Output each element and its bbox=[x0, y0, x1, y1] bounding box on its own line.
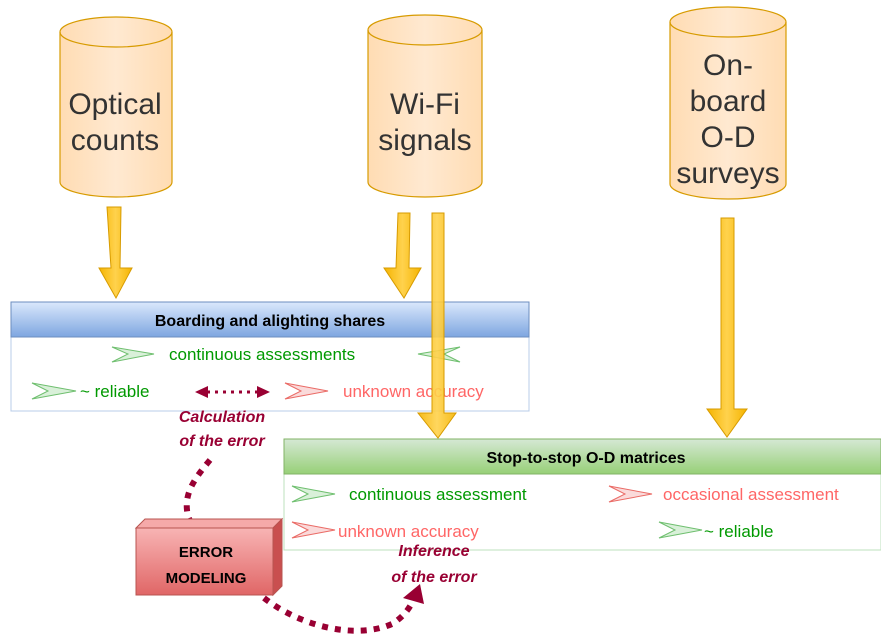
inference-label-line-1: Inference bbox=[398, 543, 469, 560]
arrow-optical-to-boarding bbox=[98, 206, 133, 300]
continuous-assessment-label: continuous assessment bbox=[349, 485, 527, 504]
cylinder-shape bbox=[367, 14, 483, 198]
error-box-line-2: MODELING bbox=[166, 570, 247, 587]
continuous-assessments-label: continuous assessments bbox=[169, 345, 355, 364]
chevron-right-red-icon bbox=[608, 485, 653, 503]
chevron-right-icon bbox=[291, 485, 336, 503]
arrow-onboard-to-od bbox=[706, 217, 748, 438]
source-label-line-1: Wi-Fi bbox=[390, 88, 460, 121]
reliable-label: ~ reliable bbox=[80, 382, 149, 401]
unknown-accuracy-label: unknown accuracy bbox=[338, 522, 479, 541]
source-label-line-3: O-D bbox=[701, 121, 756, 154]
error-comparison-arrow bbox=[195, 386, 270, 398]
source-onboard-surveys: On- board O-D surveys bbox=[669, 6, 787, 200]
chevron-right-red-icon bbox=[284, 382, 329, 400]
source-optical-counts: Optical counts bbox=[59, 16, 173, 198]
source-wifi-signals: Wi-Fi signals bbox=[367, 14, 483, 198]
arrowhead-left-icon bbox=[195, 386, 208, 398]
panel-title: Boarding and alighting shares bbox=[155, 313, 385, 330]
cylinder-rim bbox=[367, 29, 483, 46]
panel-header bbox=[283, 438, 881, 475]
panel-title: Stop-to-stop O-D matrices bbox=[486, 450, 685, 467]
error-box-line-1: ERROR bbox=[179, 544, 233, 561]
cylinder-rim bbox=[669, 21, 787, 38]
cylinder-shape bbox=[669, 6, 787, 200]
box-side-face bbox=[272, 517, 283, 597]
chevron-right-red-icon bbox=[291, 521, 336, 539]
calculation-label-line-1: Calculation bbox=[179, 409, 265, 426]
source-label-line-2: signals bbox=[378, 124, 471, 157]
boarding-alighting-panel: Boarding and alighting shares continuous… bbox=[10, 301, 530, 412]
error-modeling-box: ERROR MODELING bbox=[134, 517, 284, 597]
source-label-line-1: Optical bbox=[68, 88, 161, 121]
inference-label-line-2: of the error bbox=[391, 569, 477, 586]
cylinder-rim bbox=[59, 31, 173, 48]
od-matrices-panel: Stop-to-stop O-D matrices continuous ass… bbox=[283, 438, 881, 551]
chevron-right-icon bbox=[111, 346, 155, 363]
inference-dotted-curve bbox=[262, 595, 417, 634]
chevron-right-icon bbox=[31, 382, 77, 400]
source-label-line-2: counts bbox=[71, 124, 159, 157]
occasional-assessment-label: occasional assessment bbox=[663, 485, 839, 504]
box-front-face bbox=[135, 527, 274, 596]
box-top-face bbox=[134, 518, 284, 529]
arrow-wifi-to-boarding bbox=[383, 212, 422, 299]
arrow-wifi-to-od bbox=[416, 212, 457, 439]
cylinder-shape bbox=[59, 16, 173, 198]
source-label-line-1: On- bbox=[703, 49, 753, 82]
inference-arrowhead-icon bbox=[403, 584, 424, 604]
panel-body bbox=[283, 473, 881, 551]
arrowhead-right-icon bbox=[257, 386, 270, 398]
source-label-line-4: surveys bbox=[676, 157, 779, 190]
unknown-accuracy-label: unknown accuracy bbox=[343, 382, 484, 401]
calculation-label-line-2: of the error bbox=[179, 433, 265, 450]
source-label-line-2: board bbox=[690, 85, 767, 118]
chevron-right-icon bbox=[658, 521, 703, 539]
reliable-label: ~ reliable bbox=[704, 522, 773, 541]
